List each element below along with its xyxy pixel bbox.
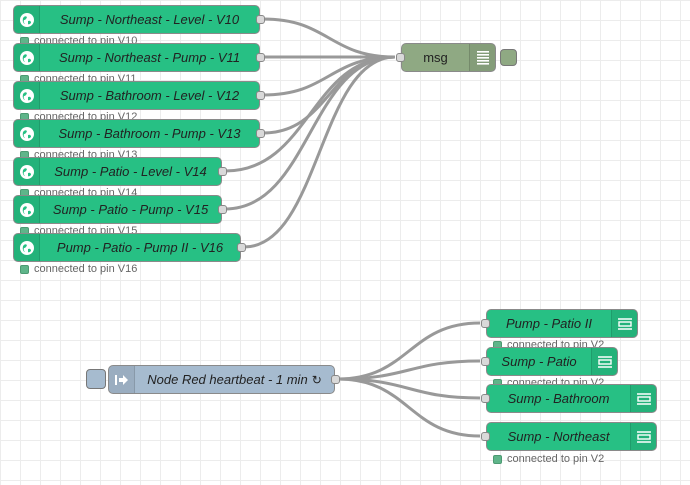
output-port[interactable] xyxy=(237,243,246,252)
debug-node[interactable]: msg xyxy=(396,43,496,72)
node-status: connected to pin V16 xyxy=(20,263,137,275)
input-port[interactable] xyxy=(481,319,490,328)
node-status: connected to pin V2 xyxy=(493,453,604,465)
blynk-out-northeast[interactable]: Sump - Northeast xyxy=(481,422,657,451)
node-label: Pump - Patio - Pump II - V16 xyxy=(56,240,224,255)
blynk-node-v11[interactable]: Sump - Northeast - Pump - V11 xyxy=(13,43,265,72)
node-label: Sump - Northeast - Pump - V11 xyxy=(58,50,241,65)
wire-6[interactable] xyxy=(243,55,396,249)
node-label: msg xyxy=(423,50,448,65)
output-port[interactable] xyxy=(256,129,265,138)
wire-0[interactable] xyxy=(262,17,396,59)
globe-icon xyxy=(14,234,40,261)
blynk-node-v13[interactable]: Sump - Bathroom - Pump - V13 xyxy=(13,119,265,148)
blynk-out-patio[interactable]: Sump - Patio xyxy=(481,347,618,376)
debug-toggle-button[interactable] xyxy=(500,49,517,66)
slider-bar-icon xyxy=(591,348,617,375)
slider-bar-icon xyxy=(630,423,656,450)
status-text: connected to pin V2 xyxy=(507,453,605,465)
output-port[interactable] xyxy=(218,167,227,176)
input-port[interactable] xyxy=(481,432,490,441)
arrow-in-icon xyxy=(109,366,135,393)
list-icon xyxy=(469,44,495,71)
node-label: Sump - Patio - Level - V14 xyxy=(54,164,207,179)
node-label: Sump - Northeast xyxy=(507,429,610,444)
wire-5[interactable] xyxy=(224,55,396,211)
globe-icon xyxy=(14,44,40,71)
blynk-node-v16[interactable]: Pump - Patio - Pump II - V16 xyxy=(13,233,246,262)
input-port[interactable] xyxy=(481,357,490,366)
output-port[interactable] xyxy=(218,205,227,214)
output-port[interactable] xyxy=(256,53,265,62)
node-label: Sump - Bathroom - Level - V12 xyxy=(59,88,240,103)
output-port[interactable] xyxy=(256,15,265,24)
node-label: Sump - Patio xyxy=(501,354,577,369)
wire-4[interactable] xyxy=(224,55,396,173)
output-port[interactable] xyxy=(331,375,340,384)
output-port[interactable] xyxy=(256,91,265,100)
blynk-node-v12[interactable]: Sump - Bathroom - Level - V12 xyxy=(13,81,265,110)
input-port[interactable] xyxy=(481,394,490,403)
globe-icon xyxy=(14,158,40,185)
globe-icon xyxy=(14,6,40,33)
blynk-out-bathroom[interactable]: Sump - Bathroom xyxy=(481,384,657,413)
slider-bar-icon xyxy=(630,385,656,412)
globe-icon xyxy=(14,82,40,109)
node-label: Sump - Northeast - Level - V10 xyxy=(59,12,240,27)
node-label: Sump - Bathroom - Pump - V13 xyxy=(58,126,241,141)
inject-label-text: Node Red heartbeat - 1 min xyxy=(147,372,308,387)
node-label: Sump - Bathroom xyxy=(507,391,610,406)
input-port[interactable] xyxy=(396,53,405,62)
blynk-node-v10[interactable]: Sump - Northeast - Level - V10 xyxy=(13,5,265,34)
blynk-node-v14[interactable]: Sump - Patio - Level - V14 xyxy=(13,157,227,186)
node-label: Sump - Patio - Pump - V15 xyxy=(52,202,209,217)
status-text: connected to pin V16 xyxy=(34,263,138,275)
status-dot xyxy=(20,264,29,274)
node-label: Node Red heartbeat - 1 min↻ xyxy=(135,372,334,387)
wire-7[interactable] xyxy=(337,321,481,381)
status-dot xyxy=(493,454,502,464)
repeat-icon: ↻ xyxy=(311,373,322,387)
slider-bar-icon xyxy=(611,310,637,337)
inject-node[interactable]: Node Red heartbeat - 1 min↻ xyxy=(108,365,340,394)
globe-icon xyxy=(14,196,40,223)
wire-10[interactable] xyxy=(337,377,481,438)
node-label: Pump - Patio II xyxy=(506,316,592,331)
inject-trigger-button[interactable] xyxy=(86,369,106,389)
blynk-node-v15[interactable]: Sump - Patio - Pump - V15 xyxy=(13,195,227,224)
globe-icon xyxy=(14,120,40,147)
blynk-out-patio-ii[interactable]: Pump - Patio II xyxy=(481,309,638,338)
